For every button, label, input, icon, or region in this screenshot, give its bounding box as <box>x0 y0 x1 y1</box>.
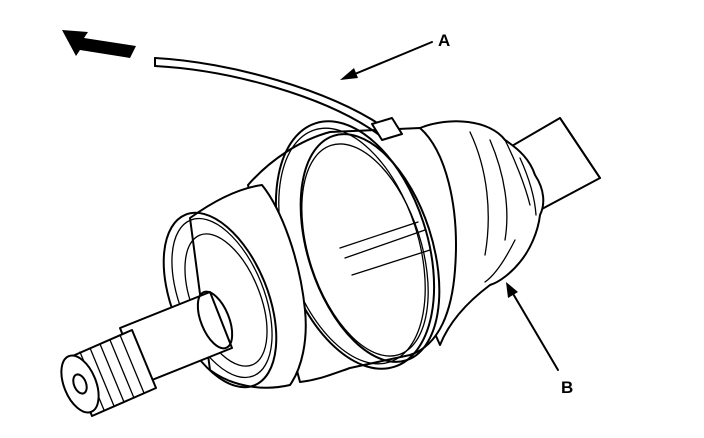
leader-line-b <box>506 282 559 371</box>
boot-band <box>154 57 436 370</box>
pull-direction-arrow-icon <box>62 30 136 58</box>
callout-label-b: B <box>561 378 573 397</box>
leader-line-a <box>340 41 433 80</box>
callout-label-a: A <box>438 31 450 50</box>
stub-shaft <box>60 290 234 417</box>
